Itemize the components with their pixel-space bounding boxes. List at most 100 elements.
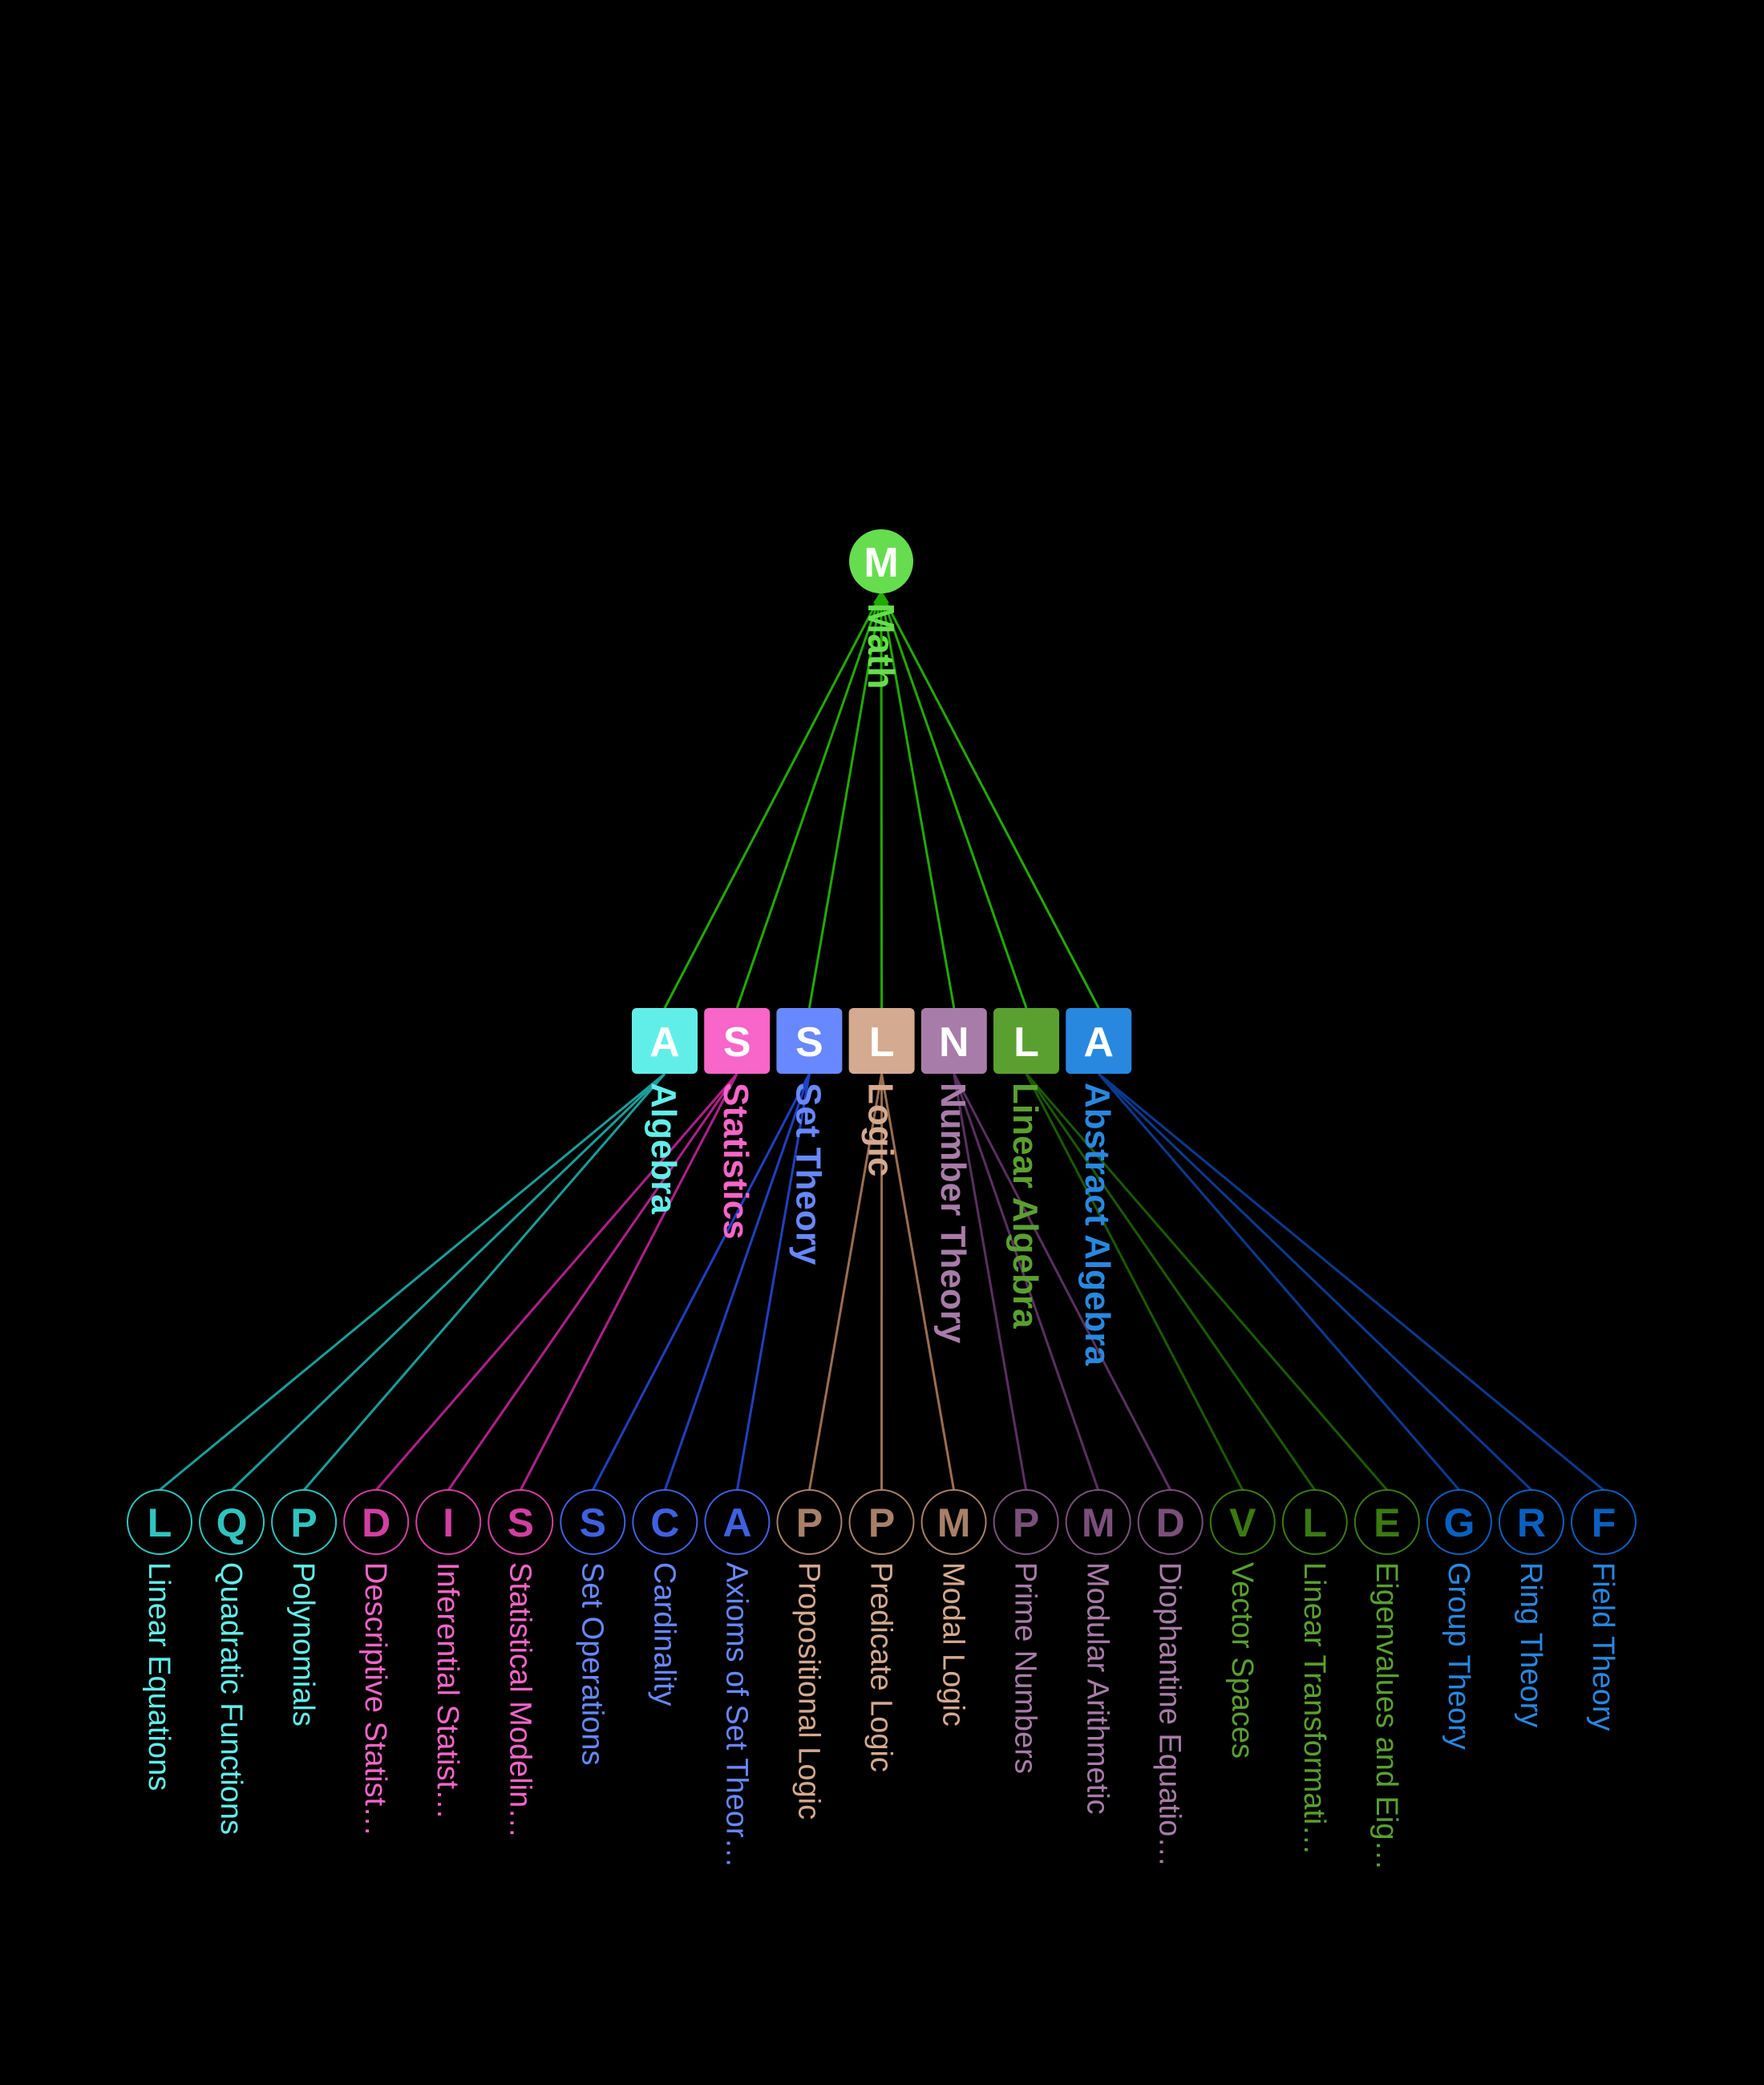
category-box[interactable] <box>1066 1008 1132 1074</box>
leaf-circle[interactable] <box>1426 1489 1492 1555</box>
leaf-node[interactable]: S Set Operations <box>560 1489 626 1765</box>
edge-root-to-2 <box>807 593 883 1009</box>
leaf-initial: S <box>580 1500 606 1545</box>
leaf-label: Axioms of Set Theor… <box>719 1562 753 1868</box>
leaf-initial: D <box>362 1500 390 1545</box>
edge-category-to-leaf <box>591 1073 811 1491</box>
leaf-circle[interactable] <box>704 1489 771 1555</box>
leaf-label: Descriptive Statist… <box>358 1562 392 1836</box>
leaf-node[interactable]: P Predicate Logic <box>848 1489 915 1772</box>
leaf-circle[interactable] <box>1137 1489 1204 1555</box>
leaf-initial: I <box>443 1500 454 1545</box>
category-node[interactable]: N Number Theory <box>920 1008 987 1344</box>
category-box[interactable] <box>848 1008 915 1074</box>
category-box[interactable] <box>920 1008 987 1074</box>
category-box[interactable] <box>704 1008 771 1074</box>
category-label: Statistics <box>716 1083 755 1240</box>
leaf-label: Linear Equations <box>142 1562 176 1791</box>
category-box[interactable] <box>632 1008 698 1074</box>
leaf-label: Modal Logic <box>937 1562 970 1727</box>
leaf-circle[interactable] <box>488 1489 554 1555</box>
leaf-circle[interactable] <box>127 1489 192 1555</box>
leaf-circle[interactable] <box>1498 1489 1564 1555</box>
leaf-circle[interactable] <box>920 1489 987 1555</box>
leaf-circle[interactable] <box>560 1489 626 1555</box>
leaf-label: Eigenvalues and Eig… <box>1370 1562 1403 1870</box>
leaf-circle[interactable] <box>993 1489 1059 1555</box>
category-box[interactable] <box>776 1008 843 1074</box>
leaf-initial: P <box>1013 1500 1039 1545</box>
leaf-circle[interactable] <box>343 1489 410 1555</box>
leaf-label: Propositional Logic <box>791 1562 825 1820</box>
category-label: Number Theory <box>933 1083 973 1344</box>
leaf-circle[interactable] <box>199 1489 265 1555</box>
leaf-circle[interactable] <box>848 1489 915 1555</box>
category-box[interactable] <box>993 1008 1059 1074</box>
leaf-initial: P <box>290 1500 317 1545</box>
leaf-initial: G <box>1443 1500 1475 1545</box>
leaf-circle[interactable] <box>415 1489 482 1555</box>
edge-root-to-5 <box>880 593 1028 1009</box>
leaf-label: Vector Spaces <box>1225 1562 1259 1759</box>
edge-root-to-6 <box>880 593 1100 1009</box>
edge-root-to-3 <box>880 593 884 1009</box>
edge-category-to-leaf <box>1025 1073 1388 1491</box>
leaf-circle[interactable] <box>776 1489 843 1555</box>
root-circle[interactable] <box>849 529 913 593</box>
leaf-circle[interactable] <box>1065 1489 1131 1555</box>
category-initial: N <box>939 1019 969 1066</box>
leaf-circle[interactable] <box>1353 1489 1420 1555</box>
edge-root-to-0 <box>663 593 883 1009</box>
leaf-label: Group Theory <box>1442 1562 1475 1750</box>
edge-category-to-leaf <box>953 1073 1172 1491</box>
leaf-initial: P <box>868 1500 895 1545</box>
leaf-label: Quadratic Functions <box>214 1562 248 1835</box>
category-initial: L <box>1013 1019 1039 1066</box>
leaf-label: Predicate Logic <box>864 1562 898 1772</box>
edges <box>159 593 1604 1492</box>
edge-category-to-leaf <box>447 1073 738 1491</box>
edge-category-to-leaf <box>1098 1073 1461 1491</box>
leaf-initial: M <box>1082 1500 1115 1545</box>
leaf-circle[interactable] <box>632 1489 698 1555</box>
category-label: Algebra <box>644 1083 683 1214</box>
leaf-node[interactable]: I Inferential Statist… <box>415 1489 482 1820</box>
leaf-label: Field Theory <box>1586 1562 1620 1731</box>
leaf-node[interactable]: G Group Theory <box>1426 1489 1492 1750</box>
leaf-circle[interactable] <box>1571 1489 1637 1555</box>
leaf-label: Inferential Statist… <box>431 1562 464 1820</box>
leaf-initial: F <box>1592 1500 1616 1545</box>
leaf-circle[interactable] <box>1281 1489 1348 1555</box>
leaf-circle[interactable] <box>1209 1489 1276 1555</box>
leaf-label: Prime Numbers <box>1009 1562 1042 1774</box>
edge-category-to-leaf <box>1098 1072 1604 1492</box>
leaf-node[interactable]: P Prime Numbers <box>993 1489 1059 1774</box>
leaf-node[interactable]: F Field Theory <box>1571 1489 1637 1731</box>
leaf-label: Set Operations <box>575 1562 609 1765</box>
leaf-node[interactable]: D Descriptive Statist… <box>343 1489 410 1836</box>
leaf-circle[interactable] <box>271 1489 338 1555</box>
category-initial: A <box>1083 1019 1114 1066</box>
